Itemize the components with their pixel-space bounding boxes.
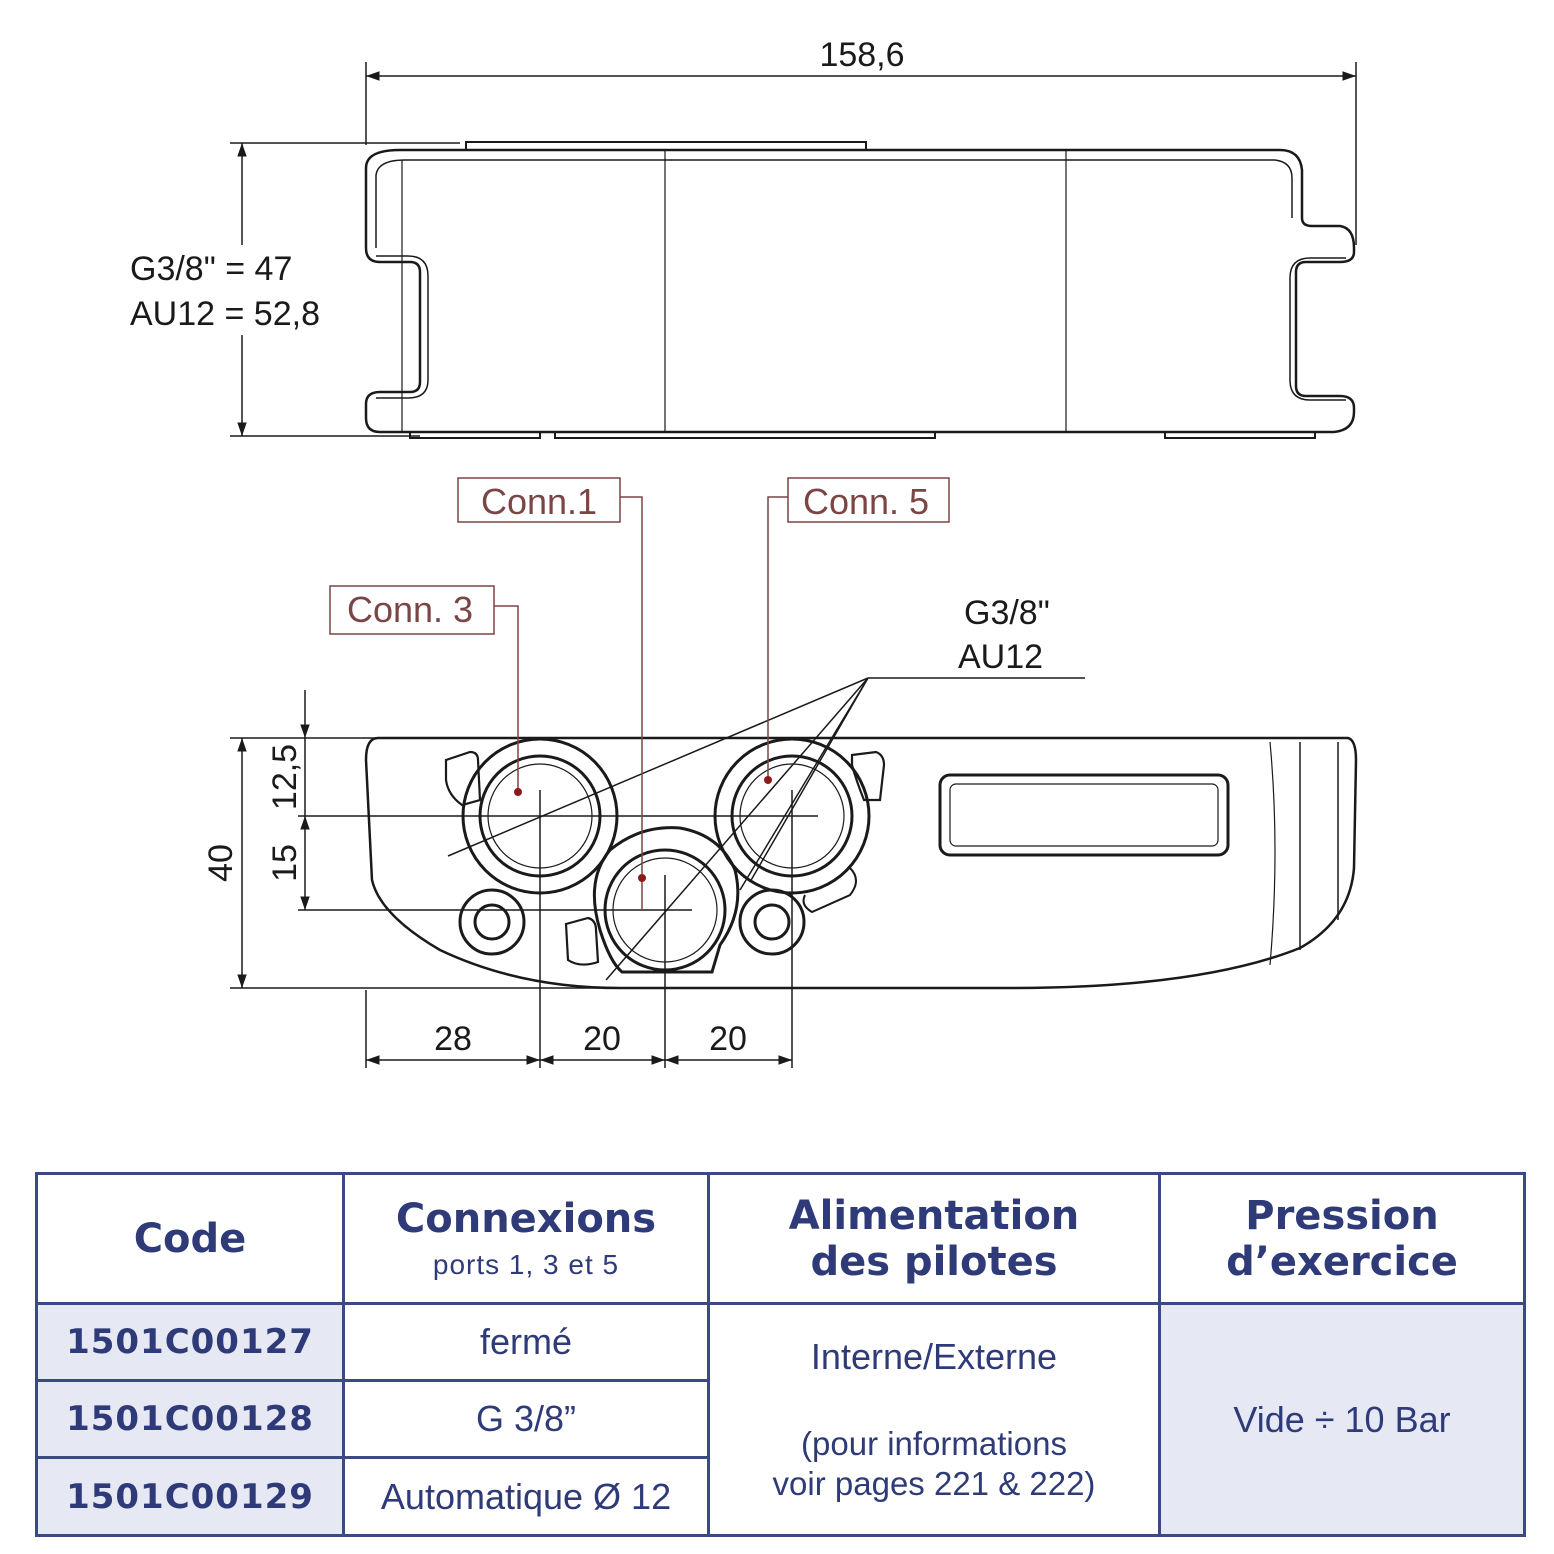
row-code: 1501C00129	[35, 1456, 345, 1537]
header-pression-line2: d’exercice	[1226, 1238, 1458, 1285]
top-view	[364, 141, 1356, 439]
header-alimentation-line2: des pilotes	[810, 1238, 1058, 1285]
alimentation-cell: Interne/Externe (pour informations voir …	[707, 1302, 1161, 1537]
pression-value: Vide ÷ 10 Bar	[1158, 1302, 1526, 1537]
header-alimentation: Alimentation des pilotes	[707, 1172, 1161, 1305]
callout-conn1-label: Conn.1	[481, 481, 597, 522]
header-code: Code	[35, 1172, 345, 1305]
dim-28-label: 28	[434, 1020, 472, 1058]
table-row: 1501C00129 Automatique Ø 12	[35, 1456, 1525, 1537]
vent-port-left	[458, 888, 526, 956]
centre-lines	[298, 790, 818, 1068]
front-height-dimensions: 40 12,5 15	[202, 690, 600, 989]
callout-conn5: Conn. 5	[764, 477, 950, 784]
thread-leaders: G3/8" AU12	[447, 594, 1085, 981]
table-row: 1501C00128 G 3/8”	[35, 1379, 1525, 1459]
dim-40-label: 40	[202, 844, 240, 882]
callout-conn1: Conn.1	[457, 477, 646, 910]
thread-label-line2: AU12	[958, 638, 1043, 676]
row-connexion: G 3/8”	[342, 1379, 710, 1459]
alimentation-value: Interne/Externe	[810, 1335, 1058, 1377]
dim-12-5-label: 12,5	[266, 744, 304, 810]
technical-drawing: 158,6 G3/8" = 47 AU12 = 52,8	[130, 36, 1358, 1068]
vent-port-right	[738, 888, 806, 956]
dim-width-label: 158,6	[819, 36, 904, 74]
dim-15-label: 15	[266, 844, 304, 882]
header-alimentation-line1: Alimentation	[788, 1192, 1080, 1239]
alimentation-note-line2: voir pages 221 & 222)	[772, 1464, 1096, 1502]
header-connexions-sub: ports 1, 3 et 5	[432, 1248, 620, 1280]
front-view	[364, 736, 1358, 990]
header-code-label: Code	[133, 1215, 247, 1262]
dim-height-line1: G3/8" = 47	[130, 250, 292, 288]
table-row: 1501C00127 fermé Interne/Externe (pour i…	[35, 1302, 1526, 1537]
row-connexion: fermé	[342, 1302, 710, 1382]
dim-20a-label: 20	[583, 1020, 621, 1058]
row-code: 1501C00128	[35, 1379, 345, 1459]
callout-conn3: Conn. 3	[329, 585, 522, 796]
port-1	[592, 826, 740, 974]
header-pression: Pression d’exercice	[1158, 1172, 1526, 1305]
row-connexion: Automatique Ø 12	[342, 1456, 710, 1537]
header-connexions: Connexions ports 1, 3 et 5	[342, 1172, 710, 1305]
height-dimension: G3/8" = 47 AU12 = 52,8	[130, 142, 460, 437]
alimentation-note: (pour informations voir pages 221 & 222)	[710, 1424, 1158, 1504]
dim-height-line2: AU12 = 52,8	[130, 295, 320, 333]
callout-conn3-label: Conn. 3	[347, 589, 473, 630]
row-code: 1501C00127	[35, 1302, 345, 1382]
thread-label-line1: G3/8"	[964, 594, 1050, 632]
header-pression-line1: Pression	[1245, 1192, 1439, 1239]
callout-conn5-label: Conn. 5	[803, 481, 929, 522]
dim-20b-label: 20	[709, 1020, 747, 1058]
front-width-dimensions: 28 20 20	[365, 990, 792, 1068]
header-row: Code Connexions ports 1, 3 et 5 Alimenta…	[35, 1172, 1526, 1305]
width-dimension: 158,6	[365, 36, 1357, 245]
spec-table: Code Connexions ports 1, 3 et 5 Alimenta…	[35, 1172, 1526, 1537]
alimentation-note-line1: (pour informations	[801, 1424, 1067, 1462]
header-connexions-label: Connexions	[395, 1195, 657, 1242]
